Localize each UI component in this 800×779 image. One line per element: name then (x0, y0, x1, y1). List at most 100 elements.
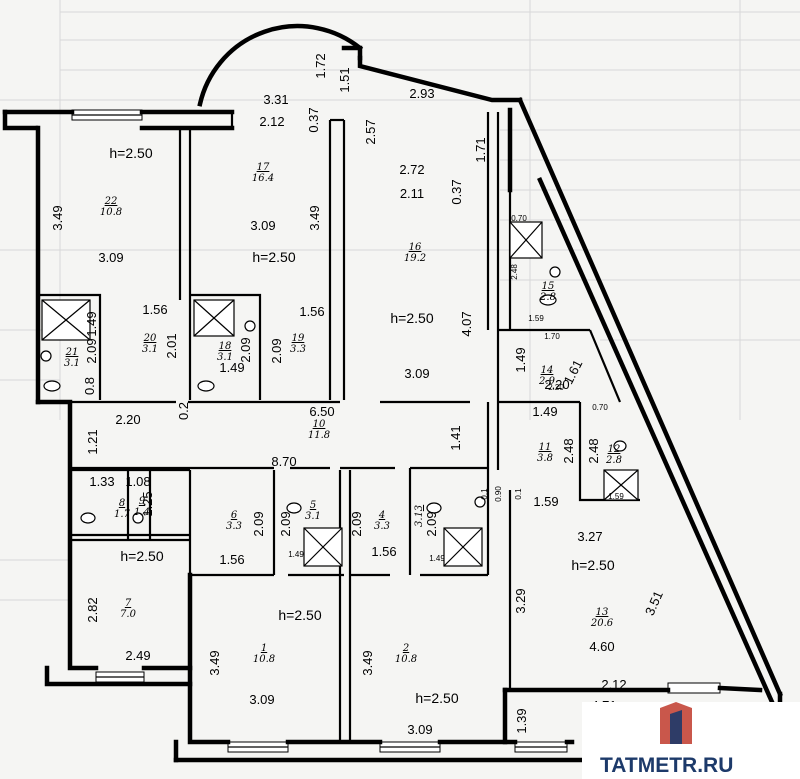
ceiling-height-label: h=2.50 (278, 607, 321, 623)
small-dimension-label: 2.20 (548, 383, 564, 392)
room-area-label: 11.8 (308, 430, 330, 441)
dimension-label: 3.49 (50, 205, 65, 230)
room-number-label: 13 (596, 607, 609, 618)
room-area-label: 3.1 (64, 358, 80, 369)
room-number-label: 12 (608, 444, 621, 455)
toilet-icon (286, 502, 302, 514)
dimension-label: 2.09 (84, 338, 99, 363)
dimension-label: 1.51 (337, 67, 352, 92)
room-number-label: 20 (143, 333, 157, 344)
dimension-label: 2.09 (269, 338, 284, 363)
room-number-label: 15 (542, 281, 555, 292)
toilet-icon (43, 380, 61, 392)
room-number-label: 2 (402, 643, 409, 654)
dimension-label: 3.09 (407, 722, 432, 737)
room-number-label: 1 (261, 643, 267, 654)
room-number-label: 5 (310, 500, 316, 511)
room-number-label: 6 (231, 510, 238, 521)
dimension-label: 2.20 (544, 377, 569, 392)
shower-icon (509, 221, 543, 259)
dimension-label: 8.70 (271, 454, 296, 469)
room-number-label: 9 (139, 496, 146, 507)
room-area-label: 2.9 (538, 376, 556, 387)
small-dimension-label: 1.59 (528, 314, 544, 323)
small-dimension-label: 2.48 (510, 264, 519, 280)
dimension-label: 1.56 (219, 552, 244, 567)
dimension-label: 1.59 (533, 494, 558, 509)
ceiling-height-label: h=2.50 (571, 557, 614, 573)
room-number-label: 11 (539, 442, 552, 453)
sink-icon (549, 266, 561, 278)
dimension-label: 3.09 (250, 218, 275, 233)
ceiling-height-label: h=2.50 (252, 249, 295, 265)
windows (71, 109, 721, 753)
dimension-label: 2.09 (424, 511, 439, 536)
window (667, 682, 721, 694)
room-labels: 110.8210.833.143.353.163.377.081.791.410… (64, 162, 622, 665)
dimension-label: 1.41 (448, 425, 463, 450)
room-area-label: 10.8 (395, 654, 417, 665)
dimension-label: 2.12 (259, 114, 284, 129)
dimension-label: 3.49 (207, 650, 222, 675)
room-area-label: 3.3 (226, 521, 242, 532)
room-area-label: 1.7 (114, 509, 131, 520)
dimension-label: 1.08 (125, 474, 150, 489)
room-area-label: 3.1 (305, 511, 321, 522)
dimension-label: 1.56 (371, 544, 396, 559)
dimension-label: 4.07 (459, 311, 474, 336)
dimension-label: 3.31 (263, 92, 288, 107)
room-area-label: 3.3 (290, 344, 306, 355)
dimension-label: 0.8 (82, 377, 97, 395)
outer-walls (2, 23, 783, 763)
room-number-label: 21 (65, 347, 79, 358)
ceiling-height-label: h=2.50 (109, 145, 152, 161)
dimension-label: 1.21 (85, 429, 100, 454)
dimension-label: 3.29 (513, 588, 528, 613)
dimension-label: 3.09 (98, 250, 123, 265)
room-area-label: 1.4 (134, 507, 150, 518)
dimension-label: 0.37 (306, 107, 321, 132)
small-dimension-label: 0.70 (592, 403, 608, 412)
dimension-label: 2.01 (164, 333, 179, 358)
room-number-label: 19 (292, 333, 305, 344)
dimension-label: 3.49 (360, 650, 375, 675)
dimension-label: 2.48 (586, 438, 601, 463)
dimension-label: 2.12 (601, 677, 626, 692)
dimension-label: 1.49 (513, 347, 528, 372)
dimension-label: 1.49 (219, 360, 244, 375)
sink-icon (132, 512, 144, 524)
room-number-label: 7 (125, 598, 132, 609)
room-number-label: 16 (409, 242, 422, 253)
ceiling-height-labels: h=2.50h=2.50h=2.50h=2.50h=2.50h=2.50h=2.… (109, 145, 614, 706)
room-area-label: 3.3 (374, 521, 390, 532)
watermark-text: TATMETR.RU (600, 754, 733, 777)
dimension-label: 2.11 (400, 186, 424, 201)
small-dimension-label: 0.70 (511, 214, 527, 223)
shower-icon (443, 527, 483, 567)
room-area-label: 3.8 (537, 453, 553, 464)
watermark: TATMETR.RU (582, 702, 800, 779)
dimension-label: 1.72 (313, 53, 328, 78)
dimension-label: 1.39 (514, 708, 529, 733)
dimension-label: 0.2 (176, 402, 191, 420)
room-area-label: 3.1 (142, 344, 158, 355)
room-number-label: 10 (313, 419, 326, 430)
ceiling-height-label: h=2.50 (415, 690, 458, 706)
ceiling-height-label: h=2.50 (120, 548, 163, 564)
shower-icon (41, 299, 91, 341)
room-number-label: 18 (219, 341, 232, 352)
small-dimension-label: 1.49 (429, 554, 445, 563)
room-number-label: 8 (119, 498, 125, 509)
dimension-label: 1.56 (299, 304, 324, 319)
dimension-label: 1.71 (473, 137, 488, 162)
dimension-label: 2.48 (561, 438, 576, 463)
room-area-label: 2.8 (605, 455, 622, 466)
sanitary-fixtures (40, 221, 639, 567)
sink-icon (244, 320, 256, 332)
small-dimension-label: 1.70 (544, 332, 560, 341)
small-dimension-label: 0.1 (514, 488, 523, 500)
room-number-label: 22 (104, 196, 118, 207)
toilet-icon (80, 512, 96, 524)
